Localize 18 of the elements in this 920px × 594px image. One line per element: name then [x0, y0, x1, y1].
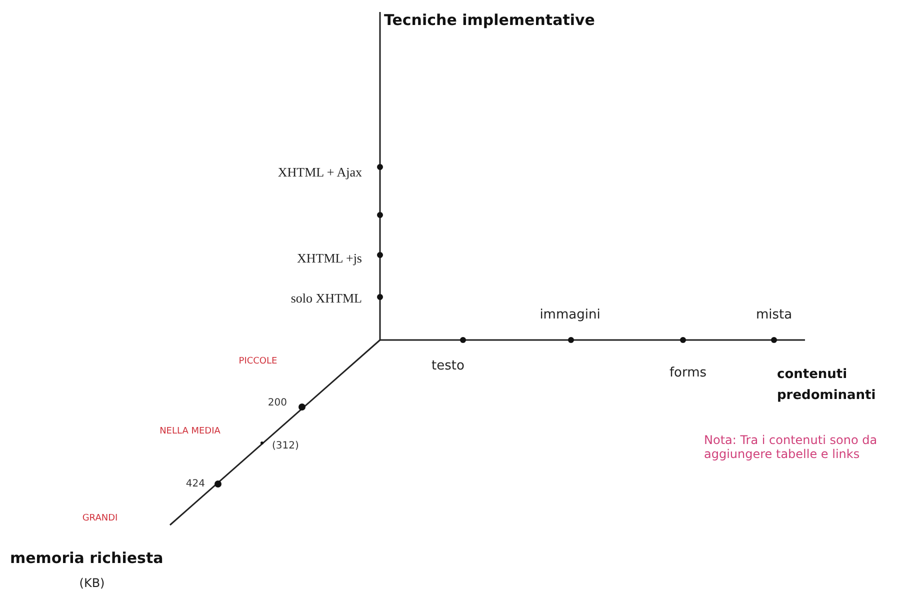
tick-label: forms — [669, 364, 707, 382]
tick-label: 200 — [268, 396, 287, 410]
axis-title: memoria richiesta — [10, 548, 164, 569]
tick-label: solo XHTML — [290, 289, 362, 308]
tick-label: mista — [756, 306, 792, 324]
axis-title: Tecniche implementative — [384, 10, 595, 31]
tick-label: immagini — [540, 306, 600, 324]
tick-label: XHTML + Ajax — [278, 163, 362, 182]
tick-label: XHTML +js — [297, 249, 362, 268]
range-label: NELLA MEDIA — [160, 425, 220, 438]
range-label: PICCOLE — [238, 355, 278, 368]
range-label: GRANDI — [82, 512, 118, 526]
unit-label: (KB) — [79, 575, 105, 592]
note: Nota: Tra i contenuti sono da aggiungere tabelle e links — [704, 433, 878, 461]
tick-label: testo — [432, 357, 464, 376]
tick-label: 424 — [186, 478, 205, 492]
axis-title: contenuti predominanti — [777, 366, 877, 405]
tick-label: (312) — [272, 440, 299, 454]
